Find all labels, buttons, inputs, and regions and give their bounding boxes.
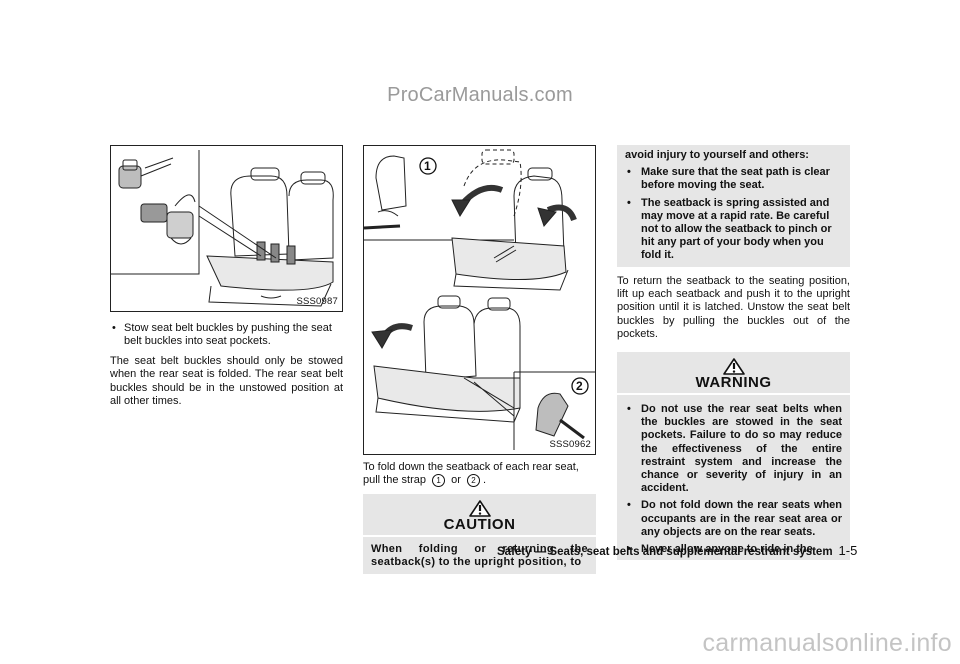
figure-fold-seatback: 1 2 SSS0962 [363,145,596,455]
seat-illustration-1 [111,150,334,307]
para-end: . [482,474,487,487]
caution-continued-text: avoid injury to yourself and others: [625,149,809,161]
warning-bullet-2: Do not fold down the rear seats when occ… [625,499,842,539]
callout-2: 2 [576,379,583,393]
figure-label: SSS0962 [549,438,591,450]
warning-title: WARNING [695,373,772,391]
bullet-stow-buckles: Stow seat belt buckles by pushing the se… [110,322,343,349]
caution-bullet-2: The seatback is spring assisted and may … [625,197,842,263]
paragraph-return-seatback: To return the seatback to the seating po… [617,274,850,341]
caution-title: CAUTION [443,515,516,533]
circle-ref-2: 2 [466,474,480,488]
caution-text: When folding or returning the seatback(s… [363,535,596,574]
callout-1: 1 [424,159,431,173]
warning-body: Do not use the rear seat belts when the … [617,393,850,561]
watermark-bottom: carmanualsonline.info [702,629,952,657]
footer-section: Safety — Seats, seat belts and supplemen… [497,546,833,558]
circle-ref-1: 1 [432,474,446,488]
column-2: 1 2 SSS0962 To fold down the seatback of… [363,145,596,574]
warning-header: WARNING [617,351,850,394]
page-footer: Safety — Seats, seat belts and supplemen… [497,543,857,558]
figure-label: SSS0987 [296,295,338,307]
para-fold-text: To fold down the seatback of each rear s… [363,461,579,487]
figure-seat-buckle-pockets: SSS0987 [110,145,343,312]
column-1: SSS0987 Stow seat belt buckles by pushin… [110,145,343,414]
watermark-top: ProCarManuals.com [387,84,573,106]
para-or: or [451,474,461,487]
warning-triangle-icon [722,357,745,375]
seat-illustration-2: 1 2 [363,149,595,450]
column-3: avoid injury to yourself and others: Mak… [617,145,850,561]
paragraph-fold-seatback: To fold down the seatback of each rear s… [363,461,596,488]
caution-header: CAUTION [363,493,596,536]
warning-triangle-icon [468,500,491,517]
caution-continued: avoid injury to yourself and others: Mak… [617,145,850,267]
warning-bullet-3: Never allow anyone to ride in the [625,543,842,556]
caution-bullet-1: Make sure that the seat path is clear be… [625,166,842,192]
page-number: 1-5 [838,543,858,558]
warning-bullet-1: Do not use the rear seat belts when the … [625,403,842,495]
paragraph-buckle-note: The seat belt buckles should only be sto… [110,354,343,408]
